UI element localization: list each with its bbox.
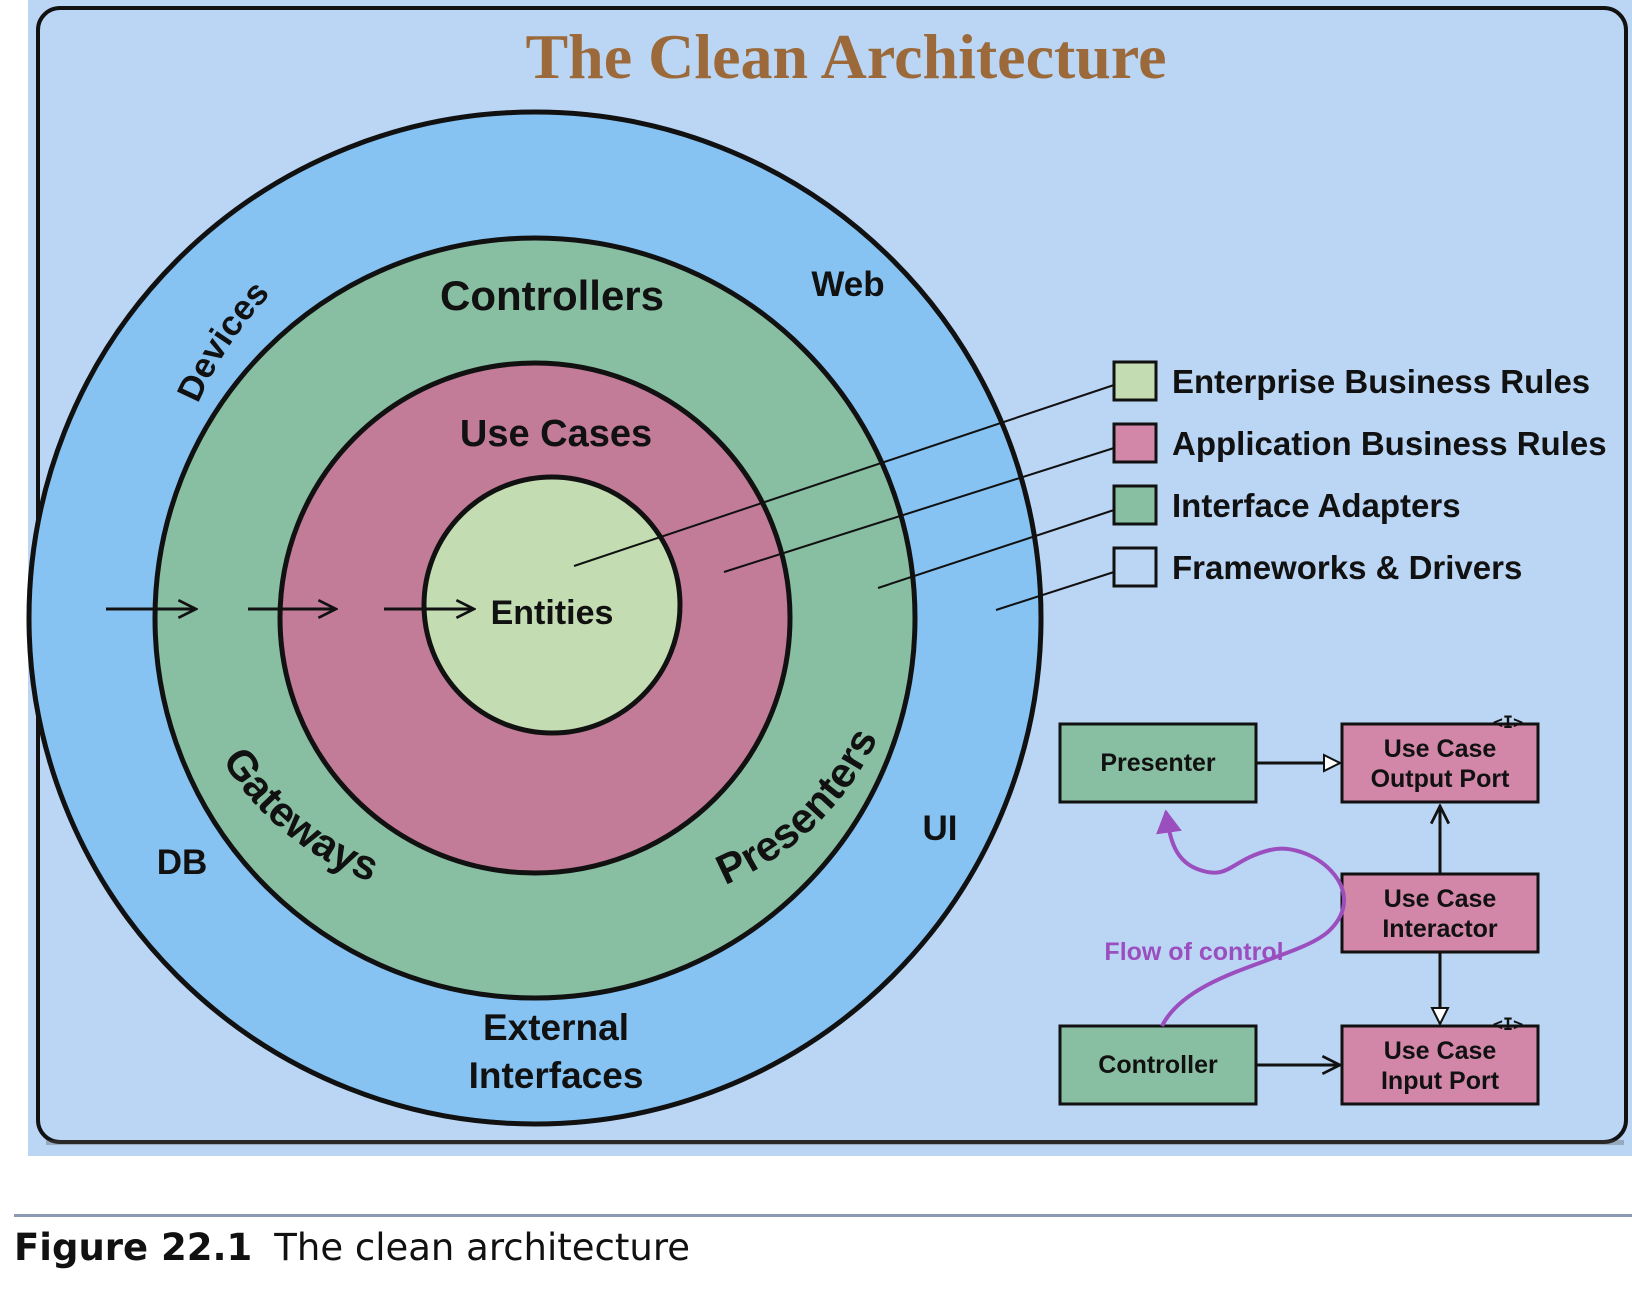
- figure-number: Figure 22.1: [14, 1226, 253, 1269]
- legend-leader-adapters: [877, 509, 1115, 589]
- interfaces-label: Interfaces: [469, 1055, 644, 1096]
- diagram-title: The Clean Architecture: [525, 21, 1166, 92]
- controller-box-label: Controller: [1098, 1051, 1218, 1079]
- interactor-label-1: Use Case: [1384, 885, 1497, 913]
- legend-label-frameworks: Frameworks & Drivers: [1172, 549, 1522, 586]
- legend-label-adapters: Interface Adapters: [1172, 487, 1461, 524]
- input-port-interface-marker: <I>: [1493, 1015, 1524, 1035]
- controllers-label: Controllers: [440, 272, 664, 319]
- input-port-label-2: Input Port: [1381, 1067, 1500, 1095]
- frame-shadow: [46, 1140, 1624, 1145]
- legend-leader-usecases: [723, 447, 1115, 573]
- output-port-label-1: Use Case: [1384, 735, 1497, 763]
- ui-label: UI: [923, 809, 958, 848]
- entities-core: [421, 474, 683, 736]
- figure-caption: Figure 22.1 The clean architecture: [14, 1226, 690, 1269]
- caption-divider: [14, 1214, 1632, 1217]
- controller-box: [1058, 1024, 1258, 1106]
- db-label: DB: [157, 843, 208, 882]
- output-port-interface-marker: <I>: [1493, 713, 1524, 733]
- external-label: External: [483, 1007, 629, 1048]
- flow-diagram: Presenter Use Case Output Port <I> Use C…: [1058, 713, 1540, 1106]
- interactor-box: [1340, 872, 1540, 954]
- legend-swatch-application: [1112, 422, 1158, 464]
- legend-label-application: Application Business Rules: [1172, 425, 1607, 462]
- output-port-label-2: Output Port: [1371, 765, 1511, 793]
- output-port-box: [1340, 722, 1540, 804]
- clean-architecture-diagram: The Clean Architecture Devices Web DB UI…: [26, 0, 1632, 1156]
- legend-swatch-frameworks: [1112, 546, 1158, 588]
- figure-caption-text: The clean architecture: [274, 1226, 691, 1269]
- legend-swatch-enterprise: [1112, 360, 1158, 402]
- flow-of-control-label: Flow of control: [1104, 938, 1283, 966]
- legend-leader-frameworks: [995, 571, 1115, 611]
- legend-swatch-adapters: [1112, 484, 1158, 526]
- entities-label: Entities: [491, 594, 614, 632]
- legend-leader-entities: [573, 384, 1115, 567]
- input-port-box: [1340, 1024, 1540, 1106]
- interactor-label-2: Interactor: [1382, 915, 1498, 943]
- presenter-box-label: Presenter: [1100, 749, 1216, 777]
- use-cases-label: Use Cases: [460, 413, 652, 455]
- flow-of-control-curve: [1156, 809, 1346, 1027]
- presenter-box: [1058, 722, 1258, 804]
- legend-label-enterprise: Enterprise Business Rules: [1172, 363, 1590, 400]
- input-port-label-1: Use Case: [1384, 1037, 1497, 1065]
- legend: Enterprise Business Rules Application Bu…: [1112, 360, 1607, 588]
- web-label: Web: [811, 265, 884, 304]
